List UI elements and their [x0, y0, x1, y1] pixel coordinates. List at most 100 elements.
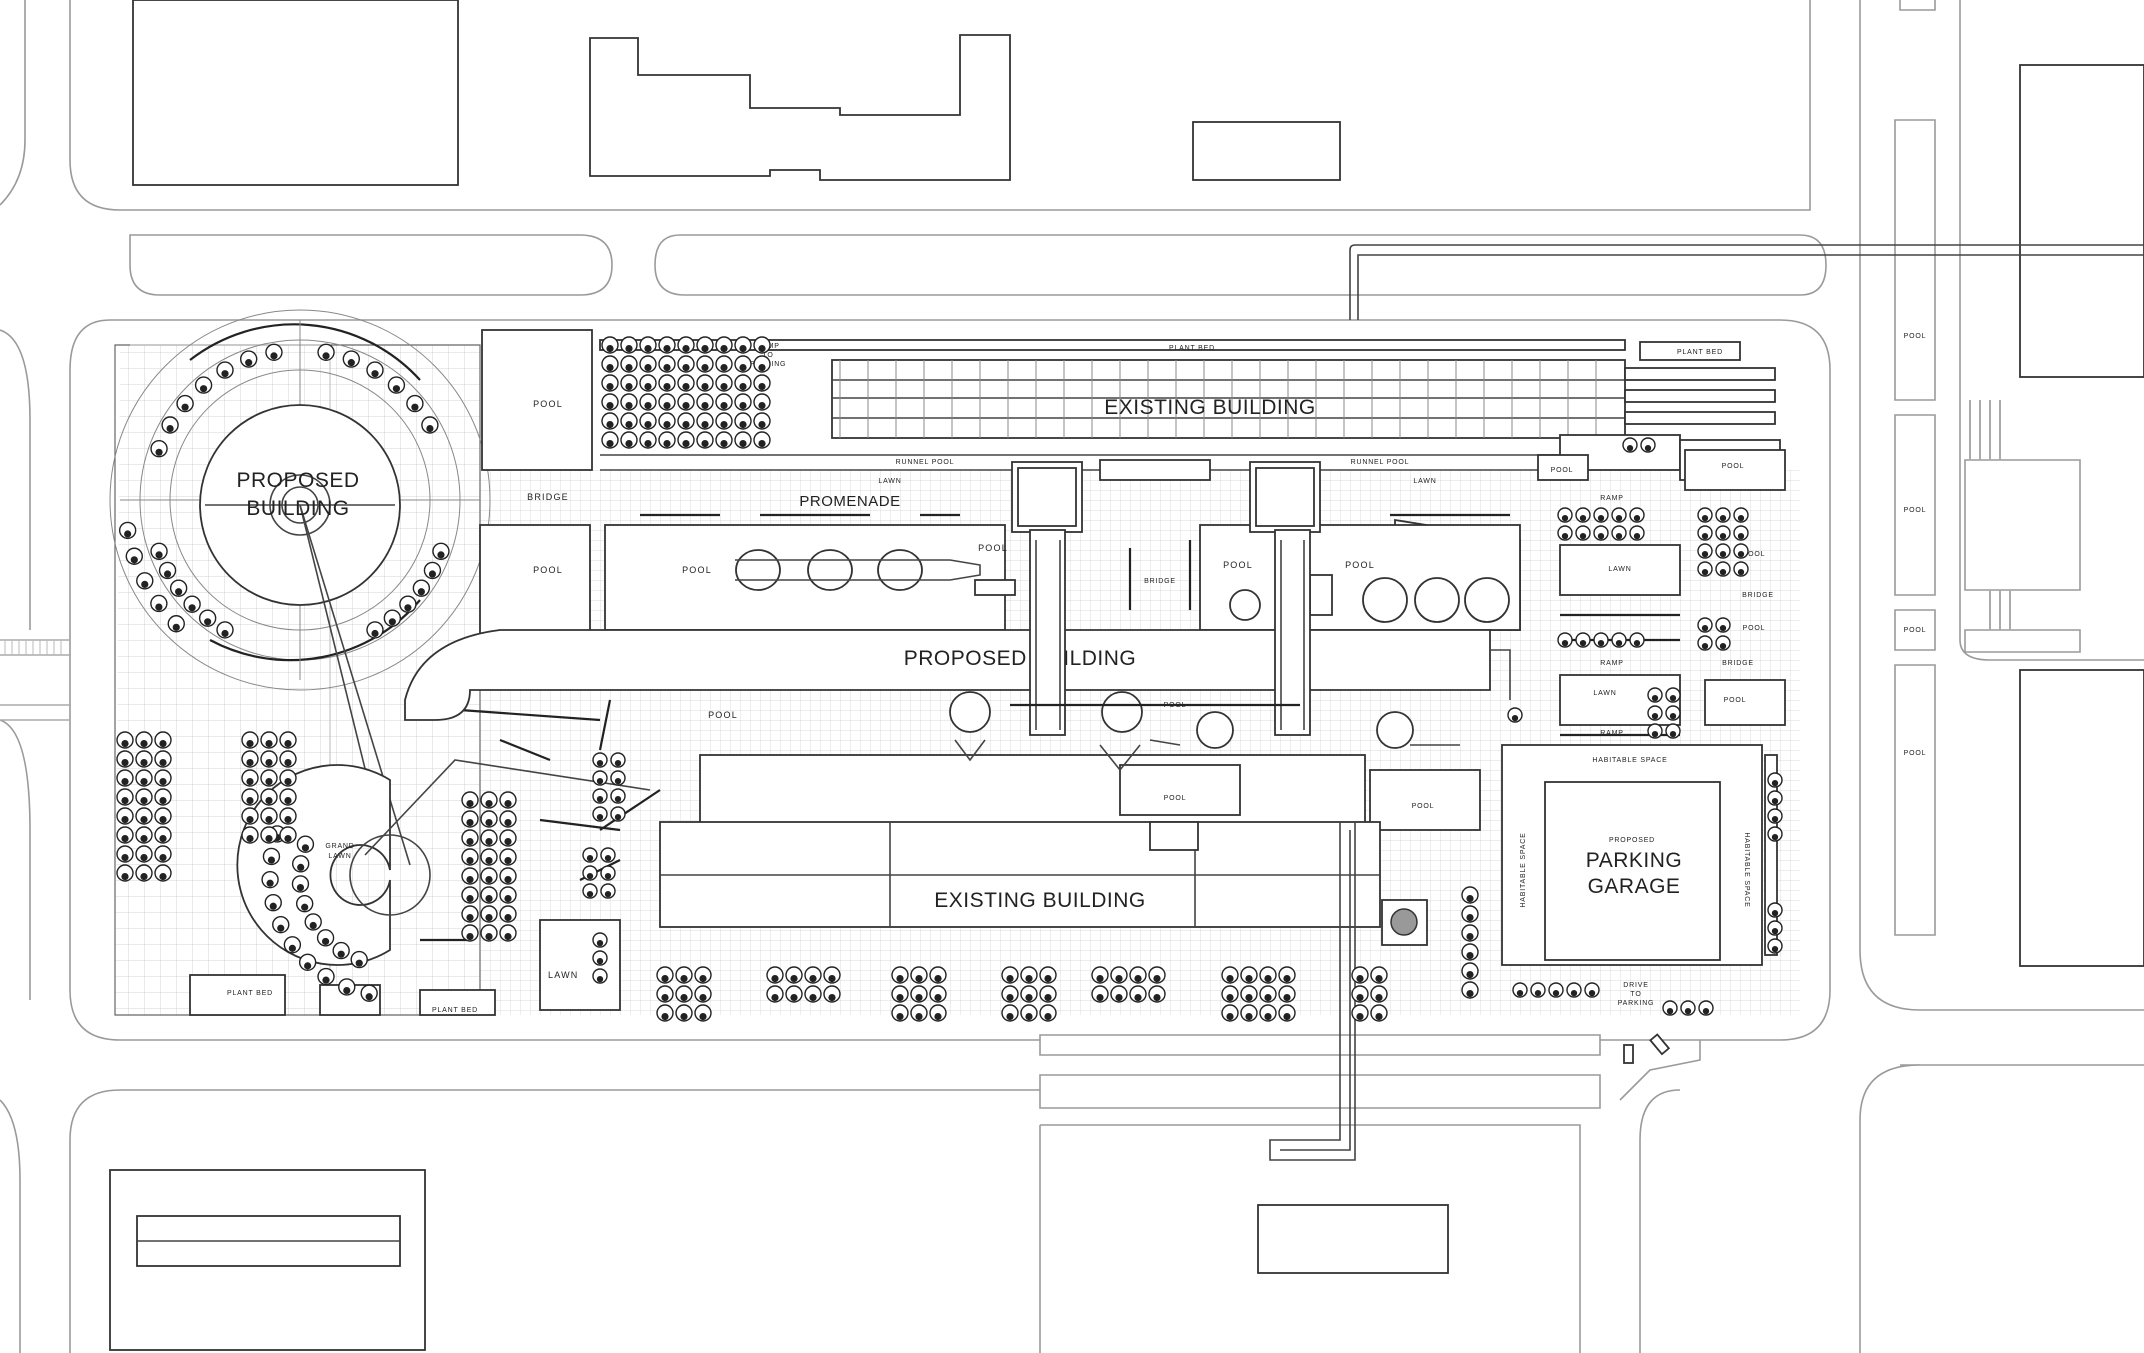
tree-symbol	[639, 336, 657, 354]
tree-symbol	[1566, 982, 1582, 998]
tree-symbol	[480, 867, 498, 885]
tree-groves	[116, 336, 1783, 1022]
tree-symbol	[1129, 966, 1147, 984]
tree-symbol	[136, 572, 154, 590]
parking-label-2: GARAGE	[1588, 875, 1681, 898]
tree-symbol	[154, 769, 172, 787]
tree-symbol	[116, 807, 134, 825]
tree-symbol	[316, 929, 335, 947]
tree-symbol	[158, 561, 177, 580]
tree-symbol	[694, 966, 712, 984]
tree-symbol	[1461, 943, 1479, 961]
tree-symbol	[696, 393, 714, 411]
tree-symbol	[499, 924, 517, 942]
tree-symbol	[1697, 561, 1713, 577]
pool-mid-label: POOL	[1223, 560, 1253, 570]
tree-symbol	[1647, 705, 1663, 721]
tree-symbol	[639, 355, 657, 373]
tree-symbol	[1767, 808, 1783, 824]
tree-symbol	[696, 355, 714, 373]
tree-symbol	[715, 412, 733, 430]
tree-symbol	[1665, 687, 1681, 703]
tree-symbol	[1557, 525, 1573, 541]
tree-symbol	[600, 865, 616, 881]
tree-symbol	[216, 621, 234, 639]
tree-symbol	[1221, 1004, 1239, 1022]
tree-symbol	[1148, 966, 1166, 984]
runnel-pool-e-label: RUNNEL POOL	[1351, 459, 1410, 466]
round-building-label-2: BUILDING	[246, 497, 349, 520]
tree-symbol	[241, 807, 259, 825]
tree-symbol	[279, 769, 297, 787]
tree-symbol	[675, 985, 693, 1003]
pool-w-label: POOL	[533, 565, 563, 575]
plant-bed-n-label: PLANT BED	[1169, 345, 1215, 352]
tree-symbol	[656, 1004, 674, 1022]
tree-symbol	[150, 594, 168, 613]
north-existing-building: EXISTING BUILDING PLANT BED PLANT BED RA…	[599, 339, 1781, 481]
tree-symbol	[366, 621, 384, 639]
tree-symbol	[1680, 1000, 1696, 1016]
tree-symbol	[461, 867, 479, 885]
tree-symbol	[135, 731, 153, 749]
tree-symbol	[1351, 985, 1369, 1003]
pool-e5-label: POOL	[1724, 697, 1747, 704]
tree-symbol	[1557, 507, 1573, 523]
tree-symbol	[592, 968, 608, 984]
tree-symbol	[154, 864, 172, 882]
tree-symbol	[734, 336, 752, 354]
tree-symbol	[366, 361, 384, 379]
tree-symbol	[1575, 632, 1591, 648]
tree-symbol	[176, 394, 194, 413]
tree-symbol	[1647, 723, 1663, 739]
tree-symbol	[675, 1004, 693, 1022]
tree-symbol	[1715, 543, 1731, 559]
offsite-buildings	[109, 0, 2144, 1351]
tree-symbol	[1715, 617, 1731, 633]
tree-symbol	[480, 924, 498, 942]
tree-symbol	[169, 579, 188, 597]
tree-symbol	[1512, 982, 1528, 998]
tree-symbol	[753, 412, 771, 430]
tree-symbol	[1629, 507, 1645, 523]
tree-symbol	[1584, 982, 1600, 998]
tree-symbol	[154, 788, 172, 806]
tree-symbol	[264, 893, 282, 912]
bridge-c-label: BRIDGE	[1144, 578, 1176, 585]
pool-courtyard2-label: POOL	[1412, 803, 1435, 810]
tree-symbol	[620, 431, 638, 449]
tree-symbol	[804, 985, 822, 1003]
north-promenade: POOL RUNNEL POOL RUNNEL POOL BRIDGE LAWN…	[479, 329, 1560, 641]
lawn-e1-label: LAWN	[1608, 566, 1631, 573]
tree-symbol	[696, 336, 714, 354]
tree-symbol	[610, 806, 626, 822]
tree-symbol	[823, 985, 841, 1003]
tree-symbol	[694, 1004, 712, 1022]
tree-symbol	[592, 752, 608, 768]
tree-symbol	[696, 412, 714, 430]
tree-symbol	[1611, 632, 1627, 648]
tree-symbol	[592, 770, 608, 786]
tree-symbol	[658, 336, 676, 354]
tree-symbol	[296, 835, 315, 853]
tree-symbol	[1622, 437, 1638, 453]
tree-symbol	[677, 374, 695, 392]
tree-symbol	[785, 966, 803, 984]
tree-symbol	[1715, 635, 1731, 651]
tree-symbol	[1665, 723, 1681, 739]
tree-symbol	[891, 985, 909, 1003]
tree-symbol	[135, 864, 153, 882]
tree-symbol	[1001, 1004, 1019, 1022]
tree-symbol	[1278, 985, 1296, 1003]
tree-symbol	[620, 374, 638, 392]
drive-to-parking-3: PARKING	[1618, 1000, 1655, 1007]
tree-symbol	[261, 870, 279, 889]
south-existing-building: EXISTING BUILDING	[659, 821, 1428, 1161]
tree-symbol	[891, 966, 909, 984]
tree-symbol	[1697, 525, 1713, 541]
plant-bed-ne-label: PLANT BED	[1677, 349, 1723, 356]
tree-symbol	[639, 393, 657, 411]
tree-symbol	[279, 731, 297, 749]
tree-symbol	[910, 985, 928, 1003]
